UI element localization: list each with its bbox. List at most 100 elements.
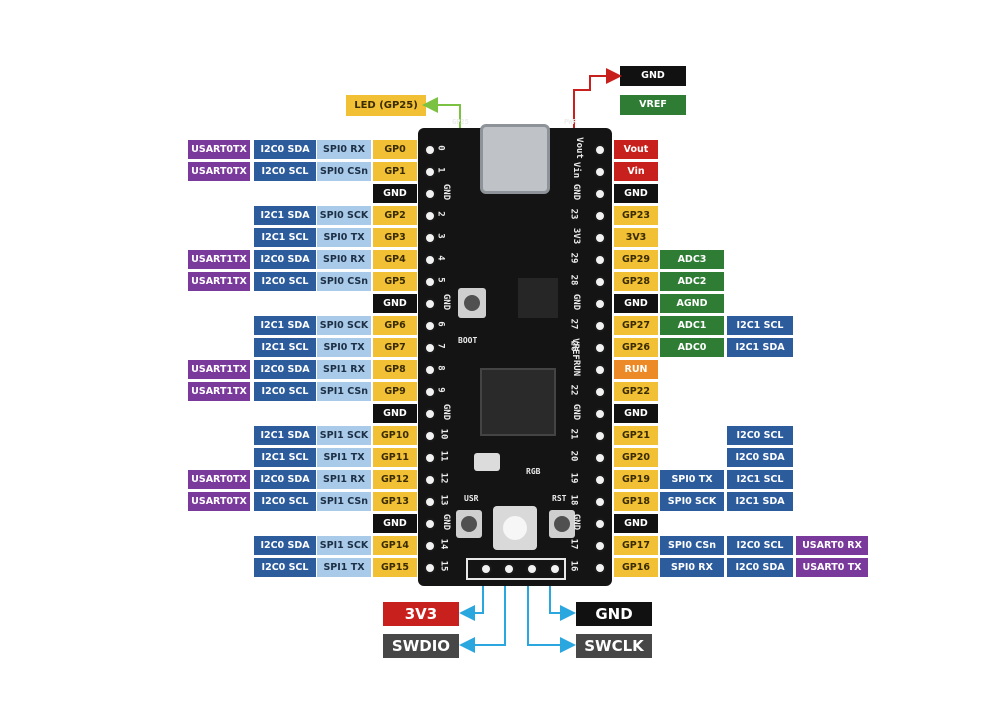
left-spi-label: SPI0 SCK — [317, 206, 371, 225]
left-pin-silk: 9 — [435, 387, 446, 393]
left-pin-hole — [424, 232, 436, 244]
left-spi-label: SPI0 RX — [317, 140, 371, 159]
right-pin-hole — [594, 518, 606, 530]
right-pin-label: GP27 — [614, 316, 658, 335]
left-pin-silk: GND — [441, 513, 452, 531]
left-spi-label: SPI1 CSn — [317, 382, 371, 401]
right-pin-silk: 26 — [568, 340, 579, 352]
right-pin-hole — [594, 298, 606, 310]
usr-button[interactable] — [456, 510, 482, 538]
left-pin-hole — [424, 386, 436, 398]
left-i2c-label: I2C0 SCL — [254, 272, 316, 291]
right-pin-label: GP22 — [614, 382, 658, 401]
left-usart-label: USART1TX — [188, 272, 250, 291]
left-pin-silk: 3 — [435, 233, 446, 239]
left-pin-hole — [424, 320, 436, 332]
left-gpio-label: GP6 — [373, 316, 417, 335]
left-pin-hole — [424, 298, 436, 310]
left-pin-silk: 11 — [438, 450, 449, 462]
right-pin-silk: 28 — [568, 274, 579, 286]
left-spi-label: SPI1 TX — [317, 448, 371, 467]
left-spi-label: SPI1 SCK — [317, 536, 371, 555]
right-pin-silk: 29 — [568, 252, 579, 264]
left-usart-label: USART0TX — [188, 492, 250, 511]
right-pin-silk: Vin — [571, 161, 582, 179]
right-pin-silk: Vout — [573, 137, 584, 159]
led-gp25-label: LED (GP25) — [346, 95, 426, 116]
left-gpio-label: GP0 — [373, 140, 417, 159]
right-pin-hole — [594, 364, 606, 376]
right-pin-hole — [594, 342, 606, 354]
left-i2c-label: I2C1 SDA — [254, 316, 316, 335]
right-pin-label: GND — [614, 514, 658, 533]
left-i2c-label: I2C0 SDA — [254, 360, 316, 379]
left-gnd-label: GND — [373, 404, 417, 423]
left-spi-label: SPI0 SCK — [317, 316, 371, 335]
rgb-led — [493, 506, 537, 550]
left-gpio-label: GP1 — [373, 162, 417, 181]
left-i2c-label: I2C0 SCL — [254, 382, 316, 401]
left-gpio-label: GP14 — [373, 536, 417, 555]
right-pin-label: GP16 — [614, 558, 658, 577]
left-pin-silk: 6 — [435, 321, 446, 327]
right-pin-label: GP29 — [614, 250, 658, 269]
right-pin-hole — [594, 254, 606, 266]
swd-pin-hole — [503, 563, 515, 575]
left-gnd-label: GND — [373, 294, 417, 313]
swd-pin-hole — [549, 563, 561, 575]
top-vref-label: VREF — [620, 95, 686, 115]
left-pin-hole — [424, 562, 436, 574]
flash-chip — [518, 278, 558, 318]
left-pin-hole — [424, 408, 436, 420]
right-pin-label: Vout — [614, 140, 658, 159]
right-adc-label: ADC1 — [660, 316, 724, 335]
right-pin-hole — [594, 408, 606, 420]
left-pin-hole — [424, 540, 436, 552]
left-i2c-label: I2C0 SDA — [254, 470, 316, 489]
right-pin-silk: 20 — [568, 450, 579, 462]
left-usart-label: USART1TX — [188, 382, 250, 401]
right-i2c-label: I2C0 SDA — [727, 448, 793, 467]
swd-pin-hole — [480, 563, 492, 575]
left-pin-silk: 4 — [435, 255, 446, 261]
right-pin-silk: 27 — [568, 318, 579, 330]
right-pin-label: GP19 — [614, 470, 658, 489]
right-spi-label: SPI0 TX — [660, 470, 724, 489]
left-spi-label: SPI0 RX — [317, 250, 371, 269]
left-pin-hole — [424, 342, 436, 354]
right-i2c-label: I2C1 SDA — [727, 338, 793, 357]
left-spi-label: SPI0 TX — [317, 228, 371, 247]
left-gpio-label: GP12 — [373, 470, 417, 489]
left-pin-silk: GND — [441, 293, 452, 311]
right-spi-label: SPI0 SCK — [660, 492, 724, 511]
crystal — [474, 453, 500, 471]
right-pin-label: GP20 — [614, 448, 658, 467]
swd-swclk-arrow — [527, 566, 576, 653]
right-pin-label: GP17 — [614, 536, 658, 555]
left-i2c-label: I2C0 SCL — [254, 492, 316, 511]
right-pin-hole — [594, 188, 606, 200]
left-gpio-label: GP8 — [373, 360, 417, 379]
usr-silk: USR — [464, 494, 479, 503]
rst-button[interactable] — [549, 510, 575, 538]
right-pin-hole — [594, 276, 606, 288]
right-i2c-label: I2C1 SCL — [727, 470, 793, 489]
right-i2c-label: I2C0 SCL — [727, 426, 793, 445]
right-adc-label: ADC2 — [660, 272, 724, 291]
left-usart-label: USART0TX — [188, 162, 250, 181]
left-pin-silk: 5 — [435, 277, 446, 283]
left-gpio-label: GP2 — [373, 206, 417, 225]
left-i2c-label: I2C0 SCL — [254, 558, 316, 577]
boot-button[interactable] — [458, 288, 486, 318]
left-gpio-label: GP5 — [373, 272, 417, 291]
left-gpio-label: GP10 — [373, 426, 417, 445]
left-pin-silk: 0 — [435, 145, 446, 151]
rgb-silk: RGB — [526, 467, 541, 476]
right-pin-hole — [594, 320, 606, 332]
left-i2c-label: I2C0 SDA — [254, 250, 316, 269]
right-pin-label: GP21 — [614, 426, 658, 445]
left-i2c-label: I2C1 SCL — [254, 338, 316, 357]
right-spi-label: SPI0 RX — [660, 558, 724, 577]
right-pin-hole — [594, 540, 606, 552]
left-i2c-label: I2C1 SDA — [254, 426, 316, 445]
